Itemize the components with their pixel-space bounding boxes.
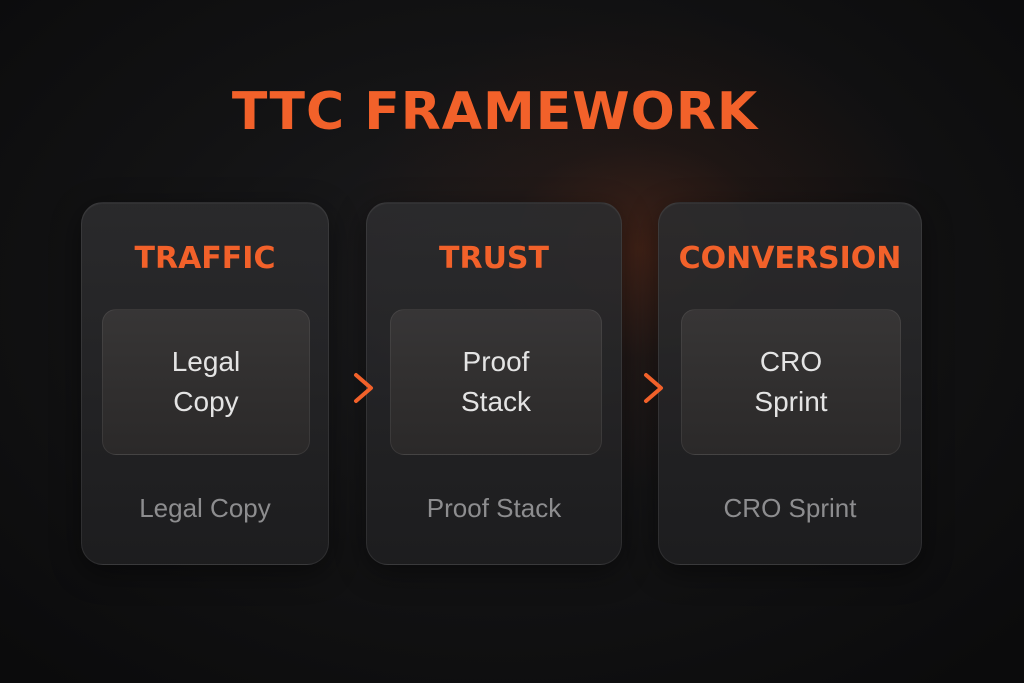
stage-label: TRUST [439, 241, 549, 276]
stage-box-text: CRO Sprint [754, 342, 827, 422]
arrow-right-icon [306, 373, 373, 403]
stage-box-text: Legal Copy [172, 342, 241, 422]
stage-card-conversion: CONVERSION CRO Sprint CRO Sprint [658, 202, 922, 565]
stage-caption: Legal Copy [139, 493, 271, 523]
stage-label: CONVERSION [678, 241, 902, 276]
stage-inner-box: Proof Stack [390, 309, 602, 455]
diagram-title: TTC FRAMEWORK [231, 82, 759, 142]
stage-box-line: Copy [173, 386, 239, 417]
stage-box-line: Proof [462, 346, 530, 377]
arrow-right-icon [600, 373, 663, 403]
stage-card-traffic: TRAFFIC Legal Copy Legal Copy [81, 202, 329, 565]
stage-box-line: CRO [759, 346, 823, 377]
stage-box-line: Legal [171, 346, 241, 377]
stage-inner-box: CRO Sprint [681, 309, 901, 455]
stage-box-line: Stack [460, 386, 532, 417]
stage-caption: CRO Sprint [723, 493, 857, 523]
stage-inner-box: Legal Copy [102, 309, 310, 455]
stage-card-trust: TRUST Proof Stack Proof Stack [366, 202, 622, 565]
stage-caption: Proof Stack [426, 493, 562, 523]
stage-box-text: Proof Stack [461, 342, 531, 422]
stage-box-line: Sprint [754, 386, 828, 417]
stage-label: TRAFFIC [134, 241, 276, 276]
